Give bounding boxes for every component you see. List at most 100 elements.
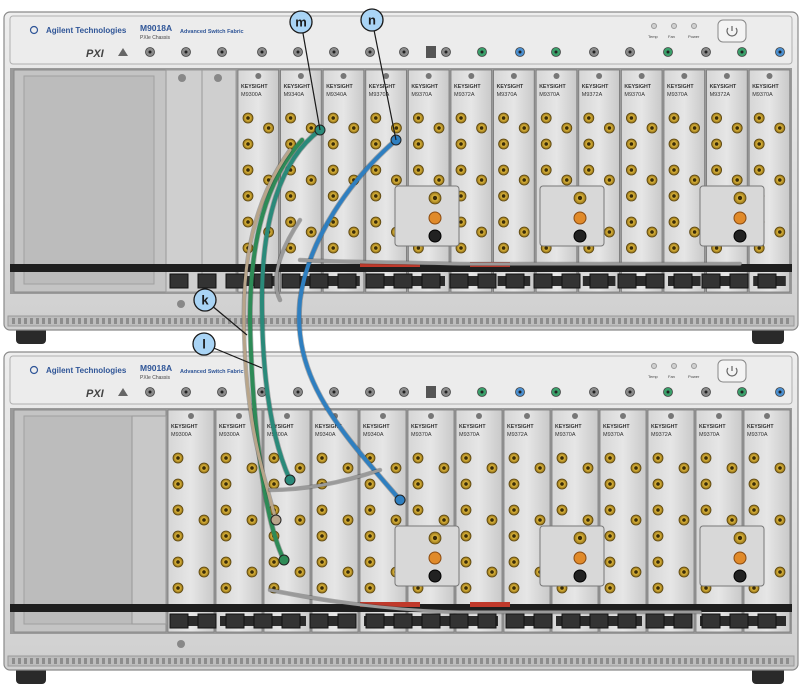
vent-slot [462, 658, 465, 664]
connector-center [757, 246, 761, 250]
connector-center [331, 116, 335, 120]
vent-slot [696, 318, 699, 324]
connector-center [267, 126, 271, 130]
module-screw [639, 73, 645, 79]
vent-slot [480, 318, 483, 324]
connector-center [224, 456, 228, 460]
vent-slot [420, 318, 423, 324]
rail-connector [478, 274, 496, 288]
module-card: KEYSIGHTM9370A [600, 410, 646, 632]
connector-center [433, 536, 437, 540]
connector-center [374, 220, 378, 224]
rail-connector [562, 274, 580, 288]
connector-center [272, 456, 276, 460]
cable-end-connector [285, 475, 295, 485]
vent-slot [408, 658, 411, 664]
slot-screw-center [481, 51, 484, 54]
rail-connector [534, 274, 552, 288]
connector-center [608, 178, 612, 182]
vent-slot [186, 318, 189, 324]
vent-slot [546, 318, 549, 324]
chassis-model-sub: PXIe Chassis [140, 35, 171, 41]
vent-slot [30, 658, 33, 664]
connector-center [512, 586, 516, 590]
vent-slot [228, 658, 231, 664]
vent-slot [384, 658, 387, 664]
vent-slot [462, 318, 465, 324]
vent-slot [108, 318, 111, 324]
module-screw [188, 413, 194, 419]
vent-slot [306, 318, 309, 324]
vent-slot [522, 318, 525, 324]
vent-slot [24, 658, 27, 664]
connector-center [374, 116, 378, 120]
module-card: KEYSIGHTM9370A [408, 410, 454, 632]
vent-slot [762, 318, 765, 324]
vent-slot [726, 658, 729, 664]
slot-screw-center [445, 391, 448, 394]
connector-center [608, 456, 612, 460]
vent-slot [60, 318, 63, 324]
vent-slot [258, 658, 261, 664]
connector-center [704, 508, 708, 512]
module-screw [468, 73, 474, 79]
vent-slot [318, 658, 321, 664]
module-card: KEYSIGHTM9372A [707, 70, 748, 292]
vent-grille [8, 656, 794, 666]
module-screw [284, 413, 290, 419]
module-model: M9372A [710, 92, 731, 98]
vent-slot [138, 318, 141, 324]
connector-center [502, 220, 506, 224]
connector-center [560, 482, 564, 486]
connector-center [693, 126, 697, 130]
connector-center [587, 246, 591, 250]
rail-connector [730, 614, 748, 628]
connector-center [682, 570, 686, 574]
connector-center [176, 508, 180, 512]
vent-slot [210, 658, 213, 664]
vent-slot [72, 318, 75, 324]
connector-center [630, 116, 634, 120]
vent-slot [480, 658, 483, 664]
vent-slot [474, 318, 477, 324]
vent-slot [558, 658, 561, 664]
vent-slot [330, 318, 333, 324]
connector-center [309, 178, 313, 182]
connector-center [176, 482, 180, 486]
vent-slot [786, 658, 789, 664]
connector-center [490, 570, 494, 574]
module-brand: KEYSIGHT [411, 84, 438, 90]
module-screw [524, 413, 530, 419]
vent-slot [354, 658, 357, 664]
vent-slot [246, 658, 249, 664]
slot-screw-center [185, 51, 188, 54]
vent-slot [708, 318, 711, 324]
connector-center [693, 230, 697, 234]
callout-label: n [368, 13, 376, 28]
vent-slot [240, 658, 243, 664]
vent-slot [456, 318, 459, 324]
connector-center [459, 194, 463, 198]
vent-slot [60, 658, 63, 664]
rail-connector [338, 274, 356, 288]
connector-center [346, 570, 350, 574]
connector-center [246, 116, 250, 120]
rail-connector [730, 274, 748, 288]
slot-screw-center [369, 391, 372, 394]
rail-connector [198, 274, 216, 288]
black-connector [734, 570, 746, 582]
vent-slot [318, 318, 321, 324]
connector-center [289, 220, 293, 224]
vent-slot [714, 318, 717, 324]
connector-center [464, 456, 468, 460]
vent-slot [540, 318, 543, 324]
module-model: M9370A [411, 92, 432, 98]
connector-center [368, 534, 372, 538]
slot-screw-center [779, 391, 782, 394]
chassis-fabric: Advanced Switch Fabric [180, 369, 244, 375]
coupler-box [700, 526, 764, 586]
vent-slot [366, 658, 369, 664]
vent-slot [48, 658, 51, 664]
module-screw [428, 413, 434, 419]
